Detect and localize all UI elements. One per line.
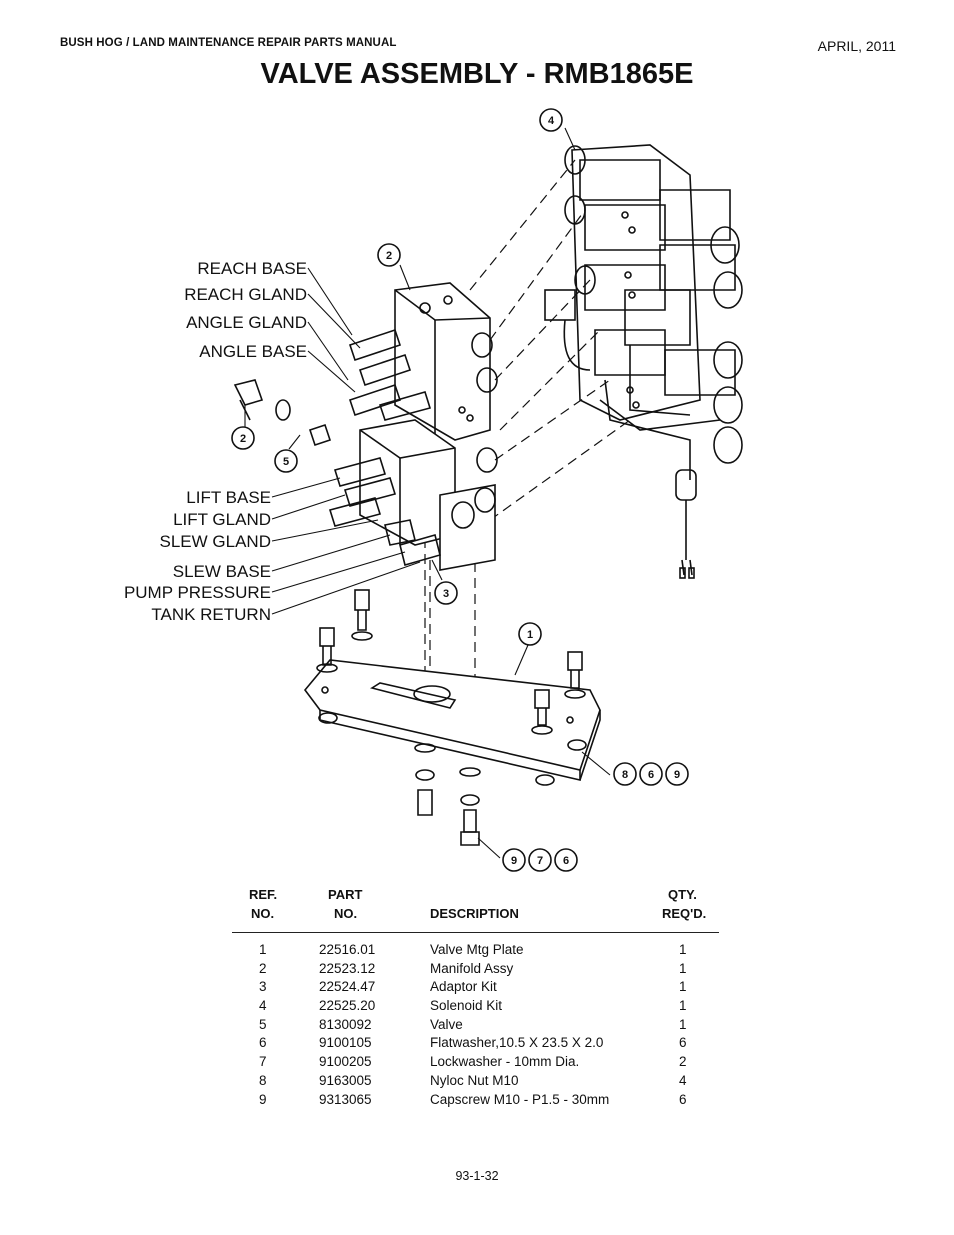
cell-description: Solenoid Kit [430, 998, 503, 1014]
cell-part-no: 9313065 [319, 1091, 372, 1107]
cell-ref: 8 [259, 1072, 267, 1088]
cell-part-no: 9100205 [319, 1054, 372, 1070]
port-label-reach-gland: REACH GLAND [184, 285, 307, 304]
parts-table-header: REF. NO. PART NO. DESCRIPTION QTY. REQ'D… [232, 884, 719, 933]
table-row: 6 9100105 Flatwasher,10.5 X 23.5 X 2.0 6 [232, 1035, 719, 1054]
cell-ref: 6 [259, 1035, 267, 1051]
valve-mounting-plate [303, 659, 601, 782]
cell-part-no: 9163005 [319, 1072, 372, 1088]
callout-9: 9 [674, 769, 680, 781]
cell-description: Lockwasher - 10mm Dia. [430, 1054, 580, 1070]
header-qty: QTY. [668, 887, 697, 902]
cell-qty: 6 [679, 1035, 687, 1051]
port-label-slew-gland: SLEW GLAND [160, 532, 271, 551]
cell-description: Valve [430, 1016, 463, 1032]
port-label-reach-base: REACH BASE [197, 259, 307, 278]
cell-qty: 1 [679, 960, 687, 976]
callout-3: 3 [443, 588, 449, 600]
cell-description: Adaptor Kit [430, 979, 497, 995]
cell-qty: 1 [679, 979, 687, 995]
port-label-tank-return: TANK RETURN [151, 605, 271, 624]
cell-part-no: 8130092 [319, 1016, 372, 1032]
table-row: 5 8130092 Valve 1 [232, 1017, 719, 1036]
header-ref: REF. [249, 887, 278, 902]
cell-qty: 1 [679, 1016, 687, 1032]
callout-6: 6 [648, 769, 654, 781]
cell-description: Flatwasher,10.5 X 23.5 X 2.0 [430, 1035, 604, 1051]
callout-5: 5 [283, 456, 289, 468]
cell-part-no: 22516.01 [319, 942, 376, 957]
cell-ref: 2 [259, 960, 267, 976]
cell-part-no: 9100105 [319, 1035, 372, 1051]
port-label-lift-base: LIFT BASE [186, 488, 271, 507]
cell-ref: 9 [259, 1091, 267, 1107]
cell-ref: 5 [259, 1016, 267, 1032]
port-label-angle-gland: ANGLE GLAND [186, 313, 307, 332]
cell-part-no: 22523.12 [319, 960, 376, 976]
cell-qty: 1 [679, 998, 687, 1014]
page-number: 93-1-32 [455, 1169, 499, 1183]
cell-description: Manifold Assy [430, 960, 514, 976]
cell-part-no: 22524.47 [319, 979, 376, 995]
cell-description: Nyloc Nut M10 [430, 1072, 519, 1088]
fastener-hardware [316, 589, 587, 846]
manifold-block [328, 282, 498, 571]
cell-ref: 1 [259, 942, 267, 957]
revision-date: APRIL, 2011 [817, 38, 896, 54]
port-label-slew-base: SLEW BASE [173, 562, 271, 581]
cell-ref: 7 [259, 1054, 267, 1070]
callout-7: 7 [537, 855, 543, 867]
table-row: 9 9313065 Capscrew M10 - P1.5 - 30mm 6 [232, 1092, 719, 1111]
header-part: PART [328, 887, 363, 902]
header-description: DESCRIPTION [430, 906, 519, 921]
page-title: VALVE ASSEMBLY - RMB1865E [260, 58, 694, 90]
callout-8: 8 [622, 769, 628, 781]
parts-list-table: REF. NO. PART NO. DESCRIPTION QTY. REQ'D… [232, 884, 719, 1110]
manual-title: BUSH HOG / LAND MAINTENANCE REPAIR PARTS… [60, 37, 397, 49]
table-row: 8 9163005 Nyloc Nut M10 4 [232, 1073, 719, 1092]
callout-6: 6 [563, 855, 569, 867]
cell-qty: 2 [679, 1054, 687, 1070]
table-row: 3 22524.47 Adaptor Kit 1 [232, 979, 719, 998]
cell-qty: 4 [679, 1072, 687, 1088]
header-qty-reqd: REQ'D. [662, 906, 707, 921]
port-label-angle-base: ANGLE BASE [199, 342, 307, 361]
cell-qty: 1 [679, 942, 687, 957]
cell-part-no: 22525.20 [319, 998, 376, 1014]
table-row: 2 22523.12 Manifold Assy 1 [232, 961, 719, 980]
callout-9: 9 [511, 855, 517, 867]
exploded-parts-diagram: REACH BASE REACH GLAND ANGLE GLAND ANGLE… [124, 108, 743, 872]
callout-2: 2 [386, 250, 392, 262]
table-row: 7 9100205 Lockwasher - 10mm Dia. 2 [232, 1054, 719, 1073]
cell-ref: 4 [259, 998, 267, 1014]
port-label-lift-gland: LIFT GLAND [173, 510, 271, 529]
callout-1: 1 [527, 629, 533, 641]
header-part-no: NO. [334, 906, 358, 921]
cell-qty: 6 [679, 1091, 687, 1107]
cell-description: Valve Mtg Plate [430, 942, 524, 957]
header-ref-no: NO. [251, 906, 275, 921]
table-row: 4 22525.20 Solenoid Kit 1 [232, 998, 719, 1017]
port-label-pump-pressure: PUMP PRESSURE [124, 583, 271, 602]
callout-4: 4 [548, 115, 555, 127]
solenoid-valve-stack [544, 144, 743, 579]
table-row: 1 22516.01 Valve Mtg Plate 1 [232, 942, 719, 961]
cell-ref: 3 [259, 979, 267, 995]
callout-2: 2 [240, 433, 246, 445]
cell-description: Capscrew M10 - P1.5 - 30mm [430, 1091, 610, 1107]
